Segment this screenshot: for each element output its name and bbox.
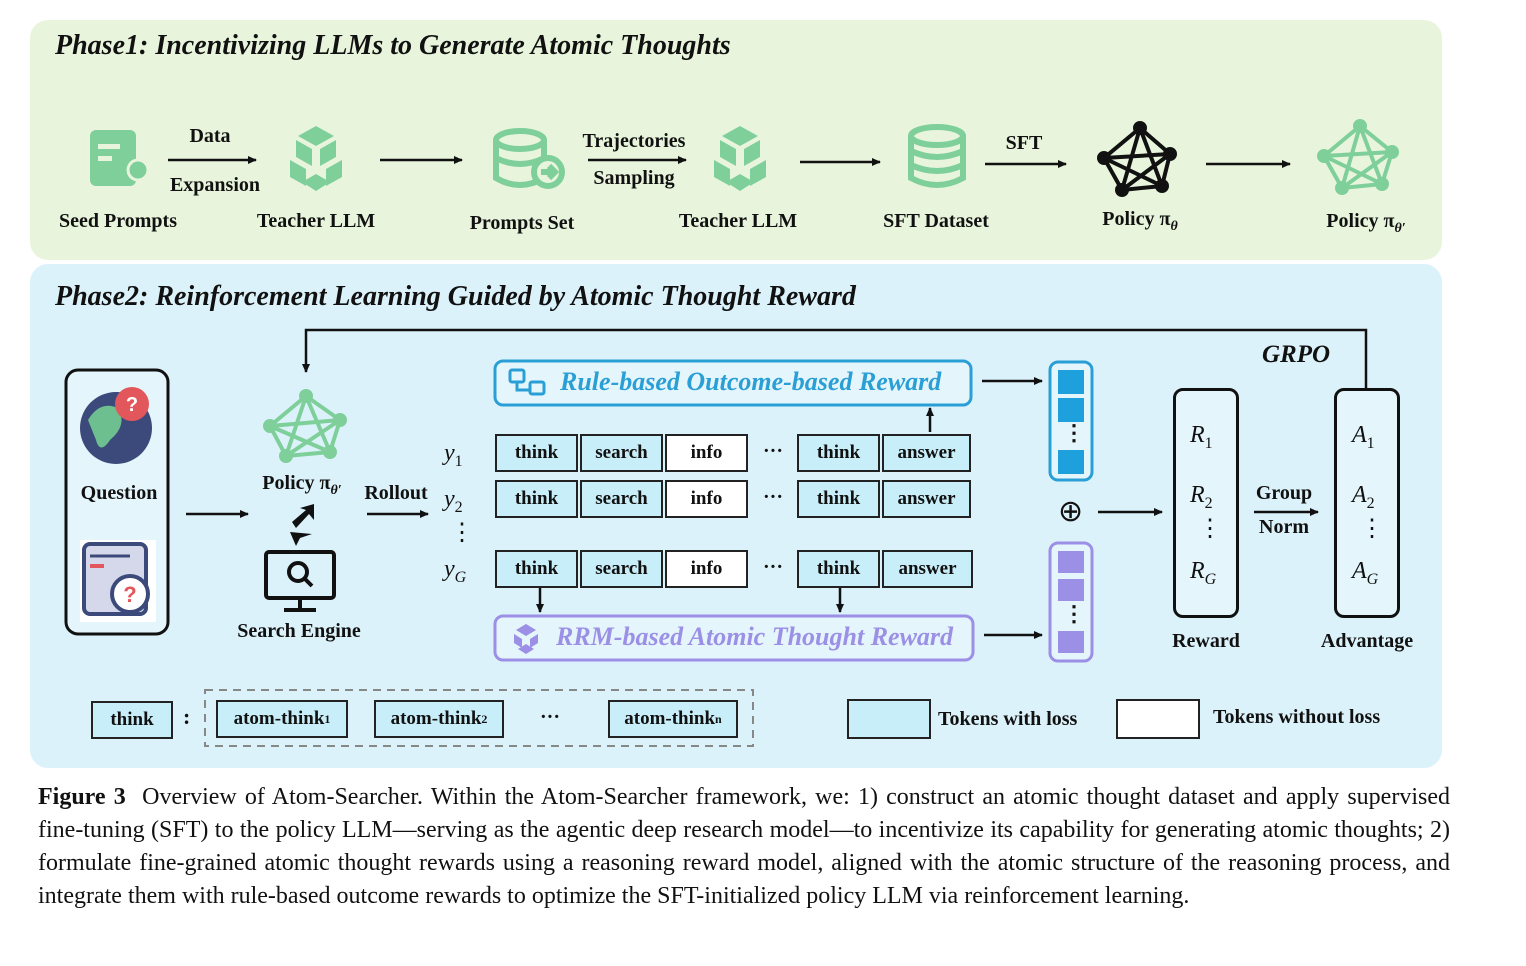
reward-r1: R1: [1190, 422, 1213, 452]
reward-label: Reward: [1172, 630, 1240, 652]
teacher-llm-icon-2: [714, 126, 766, 191]
sft-dataset-label: SFT Dataset: [883, 210, 989, 232]
phase1-title: Phase1: Incentivizing LLMs to Generate A…: [55, 30, 731, 61]
caption-label: Figure 3: [38, 784, 126, 810]
advantage-vdots: ⋮: [1360, 516, 1384, 542]
yg-label: yG: [444, 556, 467, 586]
exchange-arrows-icon: [290, 504, 314, 546]
rollout-label: Rollout: [364, 482, 428, 504]
document-question-icon: ?: [80, 540, 156, 622]
grpo-label: GRPO: [1262, 341, 1331, 368]
advantage-label: Advantage: [1320, 630, 1414, 652]
advantage-a1: A1: [1352, 422, 1375, 452]
teacher-llm-icon-1: [290, 126, 342, 191]
policy-rl-label: Policy πθ′: [262, 472, 342, 498]
rule-flow-icon: [508, 368, 546, 396]
search-engine-label: Search Engine: [237, 620, 361, 642]
group-norm-bottom: Norm: [1259, 516, 1309, 538]
teacher-llm-label-2: Teacher LLM: [678, 210, 798, 232]
token-think: think: [797, 434, 880, 472]
y-vdots: ⋮: [450, 520, 474, 546]
question-label: Question: [80, 482, 158, 504]
policy-updated-label: Policy πθ′: [1326, 210, 1406, 236]
token-answer: answer: [882, 434, 971, 472]
legend-without-loss-label: Tokens without loss: [1213, 706, 1381, 728]
prompts-set-label: Prompts Set: [469, 212, 575, 234]
policy-label: Policy πθ: [1102, 208, 1178, 234]
token-search: search: [580, 480, 663, 518]
outcome-stack-vdots: ⋮: [1063, 420, 1085, 445]
atom-think-legend-frame: [204, 689, 754, 747]
policy-rl-network-icon: [263, 389, 347, 463]
advantage-column: [1334, 388, 1400, 618]
rule-reward-label: Rule-based Outcome-based Reward: [560, 367, 942, 396]
phase2-title: Phase2: Reinforcement Learning Guided by…: [55, 281, 856, 312]
y2-label: y2: [444, 486, 463, 516]
legend-colon: :: [183, 704, 191, 729]
y1-label: y1: [444, 440, 463, 470]
svg-text:?: ?: [126, 394, 138, 416]
rrm-reward-label: RRM-based Atomic Thought Reward: [556, 622, 954, 651]
sft-dataset-icon: [908, 124, 966, 188]
token-search: search: [580, 434, 663, 472]
oplus-icon: ⊕: [1058, 495, 1084, 528]
legend-dots: ···: [540, 706, 561, 728]
reward-r2: R2: [1190, 482, 1213, 512]
token-ellipsis: ···: [763, 486, 784, 508]
token-answer: answer: [882, 550, 973, 588]
token-search: search: [580, 550, 663, 588]
sft-arrow-label: SFT: [1005, 132, 1043, 154]
seed-prompts-label: Seed Prompts: [59, 210, 177, 232]
token-ellipsis: ···: [763, 556, 784, 578]
legend-with-loss-label: Tokens with loss: [938, 708, 1078, 730]
seed-prompts-icon: [90, 130, 150, 186]
token-think: think: [495, 480, 578, 518]
advantage-ag: AG: [1352, 558, 1379, 588]
reward-rg: RG: [1190, 558, 1217, 588]
rrm-cube-icon: [514, 624, 538, 654]
reward-column: [1173, 388, 1239, 618]
token-info: info: [665, 480, 748, 518]
policy-network-icon: [1097, 121, 1177, 197]
group-norm-top: Group: [1255, 482, 1313, 504]
policy-updated-network-icon: [1317, 119, 1399, 195]
trajectories-bottom: Sampling: [593, 167, 675, 189]
reward-vdots: ⋮: [1198, 516, 1222, 542]
token-info: info: [665, 550, 748, 588]
figure-caption: Figure 3 Overview of Atom-Searcher. With…: [38, 781, 1450, 913]
globe-question-icon: ?: [80, 387, 152, 464]
token-think: think: [495, 550, 578, 588]
svg-text:?: ?: [123, 582, 136, 607]
atomic-stack-vdots: ⋮: [1063, 601, 1085, 626]
token-ellipsis: ···: [763, 440, 784, 462]
caption-text: Overview of Atom-Searcher. Within the At…: [38, 784, 1450, 909]
data-expansion-bottom: Expansion: [169, 174, 261, 196]
search-engine-icon: [264, 550, 336, 612]
data-expansion-top: Data: [189, 125, 231, 147]
advantage-a2: A2: [1352, 482, 1375, 512]
token-think: think: [797, 550, 880, 588]
legend-think-token: think: [91, 701, 173, 739]
legend-swatch-without-loss: [1116, 699, 1200, 739]
prompts-set-icon: [493, 128, 565, 189]
token-info: info: [665, 434, 748, 472]
trajectories-top: Trajectories: [582, 130, 686, 152]
token-think: think: [495, 434, 578, 472]
token-answer: answer: [882, 480, 971, 518]
legend-swatch-with-loss: [847, 699, 931, 739]
rrm-reward-box: [493, 614, 975, 662]
token-think: think: [797, 480, 880, 518]
rule-reward-box: [493, 359, 973, 407]
teacher-llm-label-1: Teacher LLM: [256, 210, 376, 232]
